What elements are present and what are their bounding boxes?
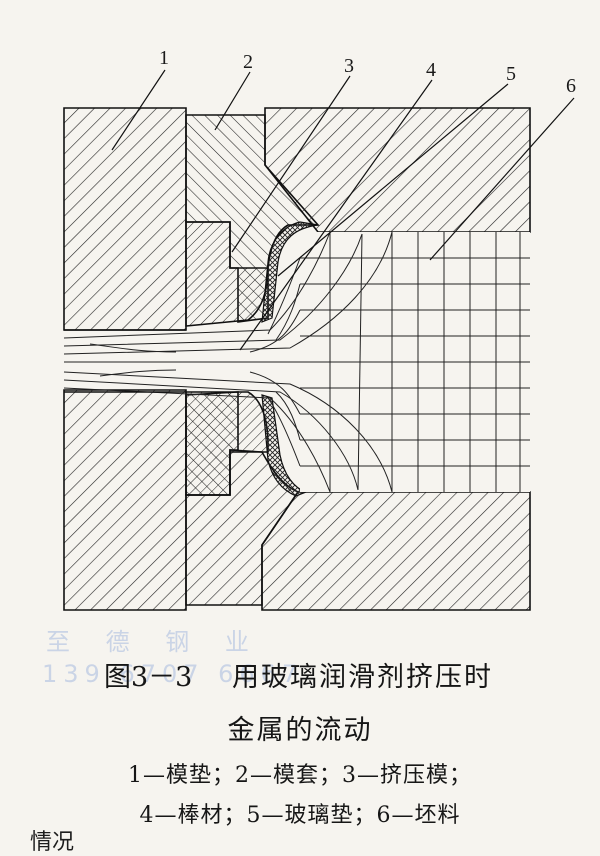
glass-pad-top xyxy=(261,221,319,323)
extrusion-diagram: 1 2 3 4 5 6 xyxy=(63,47,576,611)
part-label-2: 2 xyxy=(243,51,253,73)
part-label-6: 6 xyxy=(566,75,576,97)
container-top xyxy=(264,107,531,233)
rod xyxy=(64,329,186,393)
die-backer-lower xyxy=(63,389,187,611)
die-backer xyxy=(63,107,187,331)
part-label-3: 3 xyxy=(344,55,354,77)
cutoff-body-text: 情况 xyxy=(30,830,75,855)
legend-line1: 1—模垫；2—模套；3—挤压模； xyxy=(128,763,472,788)
container-bottom xyxy=(261,491,531,611)
part-label-4: 4 xyxy=(426,59,436,81)
flow-lines xyxy=(63,231,531,493)
legend-line2: 4—棒材；5—玻璃垫；6—坯料 xyxy=(139,803,461,828)
watermark-phone: 139 6707 6667 xyxy=(42,660,304,688)
watermark-company: 至 德 钢 业 xyxy=(46,628,263,656)
figure-title-line1: 用玻璃润滑剂挤压时 xyxy=(232,662,493,693)
part-label-1: 1 xyxy=(159,47,169,69)
figure-number: 图3－3 xyxy=(104,662,193,693)
figure-title-line2: 金属的流动 xyxy=(227,715,373,746)
leader-lines xyxy=(111,69,575,351)
part-label-5: 5 xyxy=(506,63,516,85)
